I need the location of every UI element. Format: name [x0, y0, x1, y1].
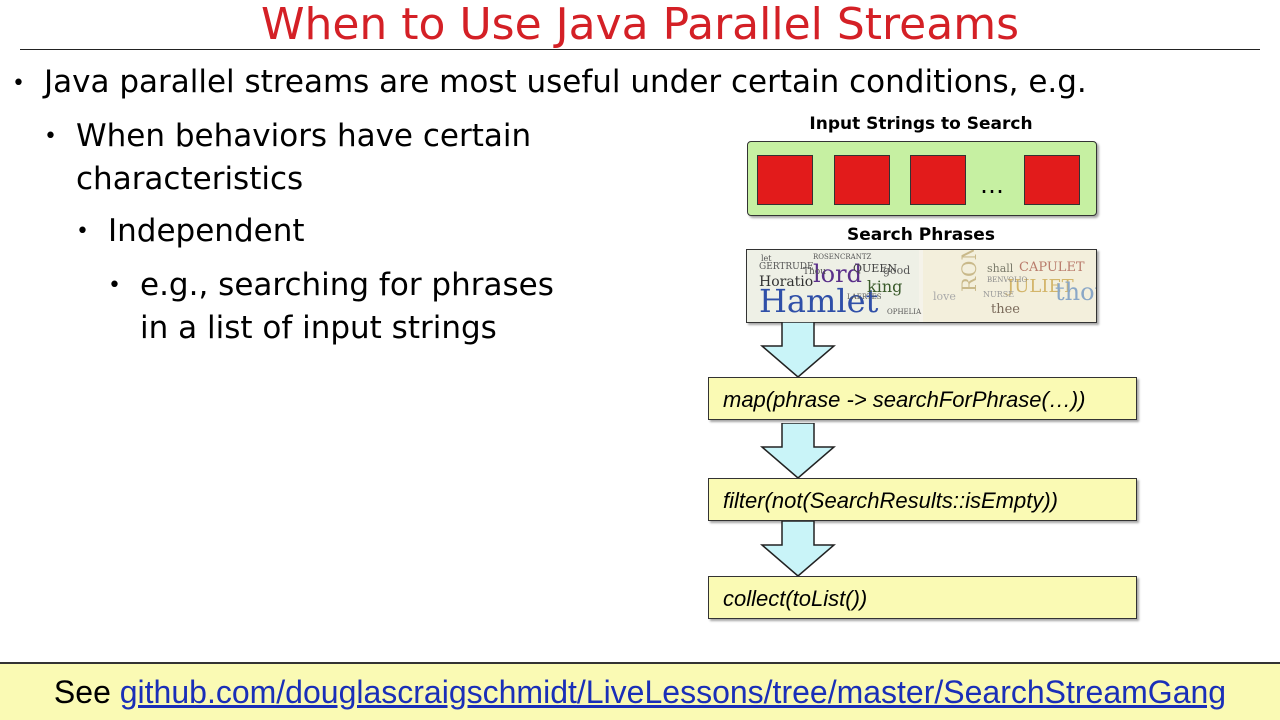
cloud-word: Hamlet [759, 282, 879, 320]
cloud-word: ROSENCRANTZ [813, 253, 872, 261]
bullet-glyph: • [12, 71, 25, 96]
cloud-word: OPHELIA [887, 308, 922, 316]
cloud-word: ROMEO [957, 249, 981, 292]
cloud-word: Horatio [759, 274, 814, 290]
cloud-word: QUEEN [853, 262, 897, 275]
cloud-word: CAPULET [1019, 260, 1085, 275]
filter-operation-box: filter(not(SearchResults::isEmpty)) [708, 478, 1137, 521]
bullet-level3: • Independent [76, 210, 305, 253]
hamlet-cloud: Hamlet lord king QUEEN Horatio GERTRUDE … [747, 250, 922, 322]
search-phrases-word-cloud: Hamlet lord king QUEEN Horatio GERTRUDE … [746, 249, 1097, 323]
cloud-word: love [933, 290, 956, 303]
input-string-block [757, 155, 813, 205]
cloud-word: thou [1055, 278, 1096, 306]
ellipsis: … [980, 171, 1004, 199]
cloud-word: NURSE [983, 290, 1015, 299]
input-string-block [910, 155, 966, 205]
cloud-word: good [883, 264, 911, 277]
cloud-word: lord [813, 260, 862, 288]
footer-banner: See github.com/douglascraigschmidt/LiveL… [0, 662, 1280, 720]
collect-operation-box: collect(toList()) [708, 576, 1137, 619]
bullet-text-line2: characteristics [76, 161, 304, 197]
github-link[interactable]: github.com/douglascraigschmidt/LiveLesso… [119, 674, 1227, 710]
bullet-level1: • Java parallel streams are most useful … [12, 62, 1087, 102]
down-arrow-icon [760, 521, 836, 577]
bullet-glyph: • [76, 219, 89, 244]
title-divider [20, 49, 1260, 50]
search-phrases-label: Search Phrases [847, 225, 995, 245]
bullet-level2: • When behaviors have certain characteri… [44, 115, 531, 201]
bullet-text-line2: in a list of input strings [140, 310, 497, 346]
cloud-word: LAERTES [847, 293, 882, 301]
bullet-text: Java parallel streams are most useful un… [44, 64, 1087, 100]
cloud-word: Thou [803, 267, 827, 277]
romeo-juliet-cloud: ROMEO JULIET thou CAPULET BENVOLIO shall… [923, 250, 1096, 322]
down-arrow-icon [760, 322, 836, 378]
bullet-glyph: • [108, 273, 121, 298]
input-string-block [1024, 155, 1080, 205]
cloud-word: let [761, 254, 772, 263]
input-strings-label: Input Strings to Search [809, 114, 1033, 134]
cloud-word: GERTRUDE [759, 262, 814, 272]
cloud-word: shall [987, 262, 1014, 275]
bullet-text-line1: When behaviors have certain [76, 118, 532, 154]
slide-title: When to Use Java Parallel Streams [260, 0, 1020, 50]
map-operation-box: map(phrase -> searchForPhrase(…)) [708, 377, 1137, 420]
down-arrow-icon [760, 423, 836, 479]
footer-prefix: See [53, 674, 120, 710]
bullet-glyph: • [44, 124, 57, 149]
cloud-word: BENVOLIO [987, 276, 1028, 284]
cloud-word: thee [991, 302, 1020, 317]
input-strings-box: … [747, 141, 1097, 216]
bullet-text: Independent [108, 213, 305, 249]
cloud-word: JULIET [1007, 276, 1074, 297]
input-string-block [834, 155, 890, 205]
bullet-level4: • e.g., searching for phrases in a list … [108, 264, 554, 350]
bullet-text-line1: e.g., searching for phrases [140, 267, 554, 303]
cloud-word: king [867, 277, 903, 296]
